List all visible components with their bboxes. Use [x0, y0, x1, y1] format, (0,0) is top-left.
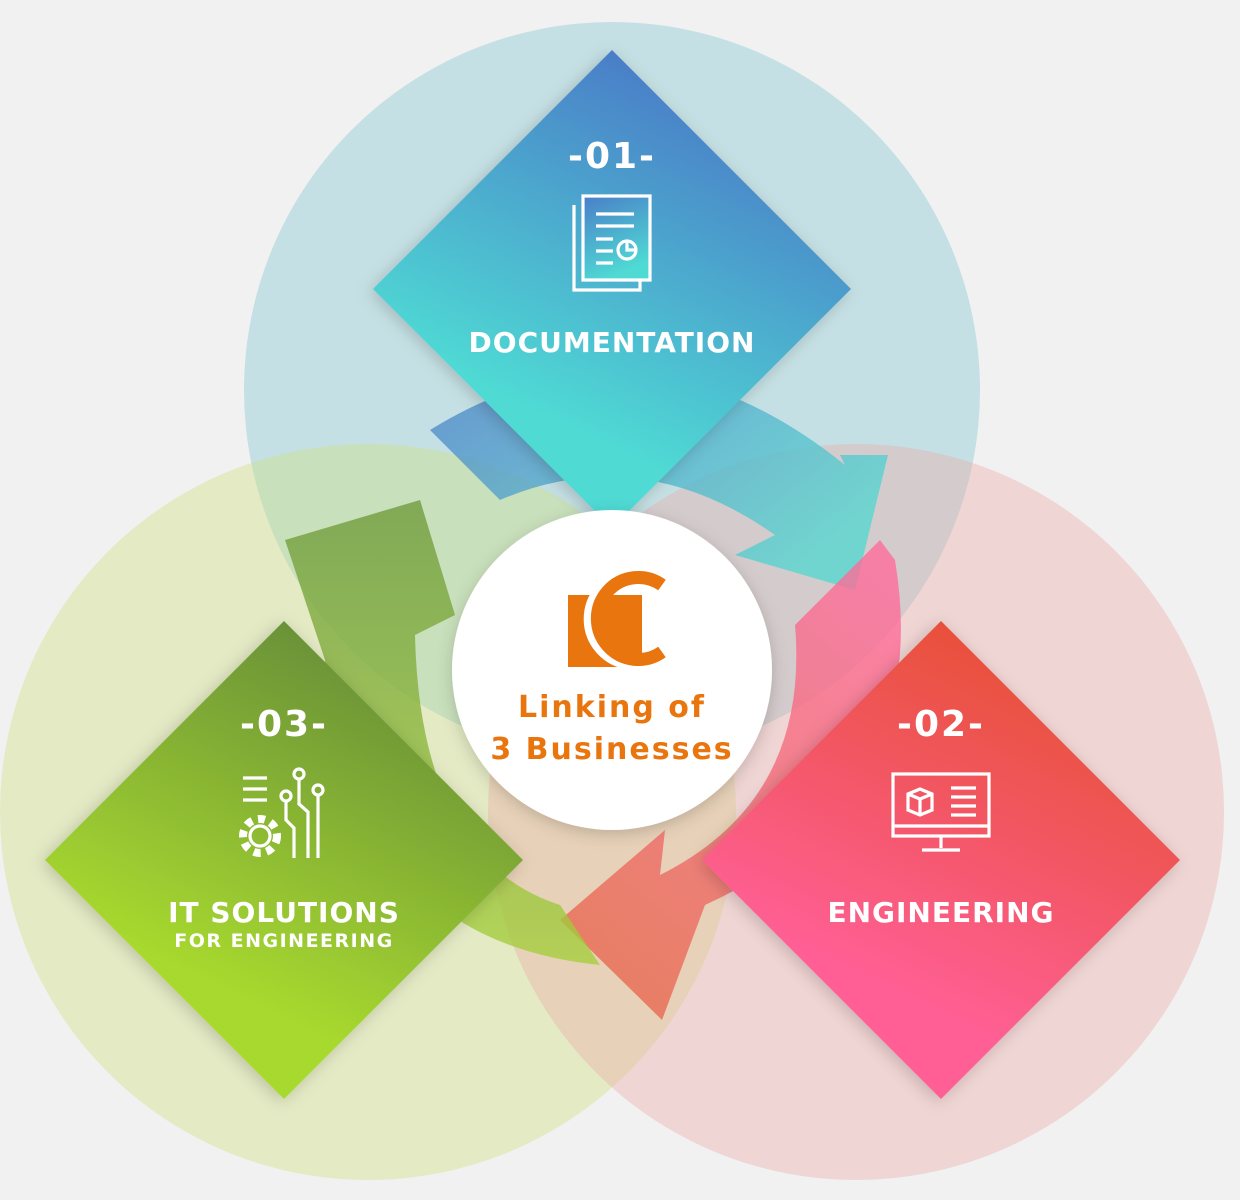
segment-subtitle-it-solutions: FOR ENGINEERING — [174, 930, 394, 952]
segment-number-engineering: -02- — [897, 704, 985, 745]
segment-title-it-solutions: IT SOLUTIONS — [168, 896, 400, 929]
arrow-it-to-documentation — [285, 500, 600, 965]
center-circle — [452, 510, 772, 830]
segment-title-documentation: DOCUMENTATION — [468, 326, 756, 359]
monitor-3d-model-icon — [891, 772, 991, 852]
diamond-it-solutions — [44, 620, 524, 1100]
circuit-gear-icon — [239, 767, 325, 858]
document-icon — [572, 194, 652, 292]
company-logo-icon — [568, 568, 666, 670]
segment-title-engineering: ENGINEERING — [827, 896, 1055, 929]
segment-number-it-solutions: -03- — [240, 704, 328, 745]
segment-number-documentation: -01- — [568, 136, 656, 177]
center-text-line2: 3 Businesses — [490, 732, 734, 767]
arrow-engineering-to-it — [560, 540, 901, 1020]
center-text-line1: Linking of — [518, 690, 706, 725]
